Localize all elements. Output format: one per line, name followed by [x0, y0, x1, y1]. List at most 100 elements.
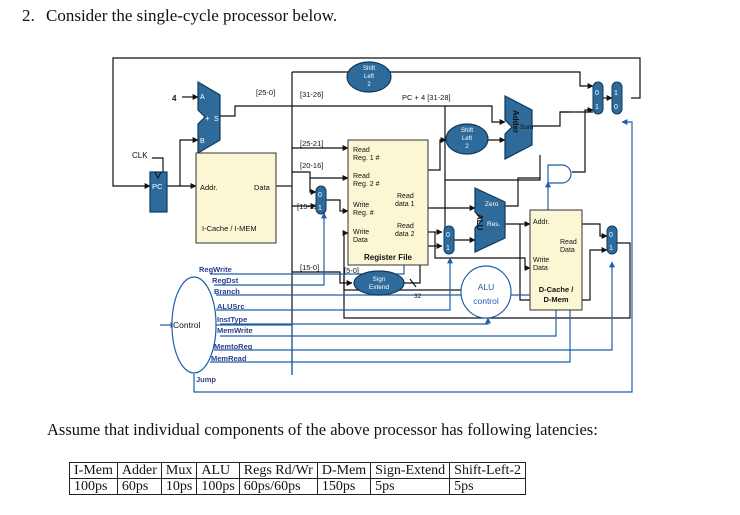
pc-label: PC: [152, 182, 163, 191]
branch-adder-sum: Sum: [520, 124, 533, 131]
rf-write-data-a: Write: [353, 229, 369, 236]
value-shift-left: 5ps: [449, 478, 527, 495]
rf-read-reg1-b: Reg. 1 #: [353, 155, 380, 162]
rf-read-reg2-b: Reg. 2 #: [353, 181, 380, 188]
branch-adder: [504, 95, 533, 160]
bits-5-0-label: [5-0]: [344, 266, 359, 275]
shift-top-line1: Shift: [363, 66, 375, 72]
rf-read-data1-b: data 1: [395, 201, 415, 208]
header-adder: Adder: [116, 462, 162, 479]
memtoreg-mux-0: 0: [609, 232, 613, 239]
const-four: 4: [172, 94, 177, 103]
branch-mux-0: 0: [595, 90, 599, 97]
signal-memwrite: MemWrite: [217, 326, 253, 335]
question-text: Consider the single-cycle processor belo…: [46, 6, 338, 25]
alu-control-line2: control: [473, 296, 499, 306]
register-file: [347, 139, 429, 266]
dmem-read-data-b: Data: [560, 247, 575, 254]
alusrc-mux: [443, 225, 455, 255]
value-regs: 60ps/60ps: [238, 478, 318, 495]
rf-read-data2-b: data 2: [395, 231, 415, 238]
rf-write-data-b: Data: [353, 237, 368, 244]
imem-addr-label: Addr.: [200, 183, 218, 192]
imem-name-label: I-Cache / I-MEM: [202, 224, 257, 233]
header-mux: Mux: [160, 462, 198, 479]
dmem-read-data-a: Read: [560, 239, 577, 246]
bits-25-21-label: [25-21]: [300, 139, 323, 148]
rf-name-label: Register File: [364, 253, 413, 262]
alu-vertical-label: ALU: [475, 214, 484, 231]
regdst-mux: [315, 185, 327, 215]
sign-extend-line1: Sign: [372, 276, 385, 283]
clk-label: CLK: [132, 151, 148, 160]
signal-jump: Jump: [196, 375, 216, 384]
value-alu: 100ps: [196, 478, 240, 495]
shift-mid-line2: Left: [462, 136, 472, 142]
instruction-memory: [195, 152, 277, 244]
shift-mid-line3: 2: [465, 144, 469, 150]
dmem-addr-label: Addr.: [533, 219, 549, 226]
header-shift-left: Shift-Left-2: [449, 462, 527, 479]
signal-regwrite: RegWrite: [199, 265, 232, 274]
control-signal-labels: RegWrite RegDst Branch ALUSrc InstType M…: [196, 265, 253, 384]
shift-top-line2: Left: [364, 74, 374, 80]
memtoreg-mux: [606, 225, 618, 255]
alu-control: [460, 265, 512, 319]
assumption-text: Assume that individual components of the…: [47, 420, 598, 439]
alu-zero-label: Zero: [485, 201, 499, 208]
dmem-write-data-b: Data: [533, 265, 548, 272]
shift-mid-line1: Shift: [461, 128, 473, 134]
adder-a-label: A: [200, 94, 205, 101]
pc4-label: PC + 4 [31-28]: [402, 93, 451, 102]
alu: [474, 187, 506, 253]
alu-res-label: Res.: [487, 221, 501, 228]
bits-31-26-label: [31-26]: [300, 90, 323, 99]
adder-b-label: B: [200, 138, 205, 145]
value-imem: 100ps: [69, 478, 118, 495]
value-mux: 10ps: [160, 478, 198, 495]
question-number: 2.: [22, 6, 35, 25]
dmem-name-line2: D-Mem: [543, 295, 568, 304]
rf-read-data2-a: Read: [397, 223, 414, 230]
header-dmem: D-Mem: [316, 462, 372, 479]
bits-25-0-label: [25-0]: [256, 88, 275, 97]
clock-input: CLK: [132, 151, 148, 160]
pc-register: [149, 171, 168, 213]
regdst-mux-0: 0: [318, 192, 322, 199]
rf-read-reg2-a: Read: [353, 173, 370, 180]
rf-write-reg-a: Write: [353, 202, 369, 209]
shift-top-line3: 2: [367, 82, 371, 88]
bus-width-32: 32: [414, 293, 422, 300]
branch-adder-label: Adder: [511, 110, 520, 133]
jump-mux-0: 0: [614, 104, 618, 111]
dmem-name-line1: D-Cache /: [539, 285, 575, 294]
control-unit: [171, 276, 217, 374]
processor-diagram: CLK PC 4 A B + S Addr. Data I-Cache / I-…: [112, 57, 641, 393]
imem-data-label: Data: [254, 183, 271, 192]
shift-left-top: [346, 61, 392, 93]
signal-alusrc: ALUSrc: [217, 302, 245, 311]
rf-read-data1-a: Read: [397, 193, 414, 200]
jump-mux: [611, 81, 623, 115]
rf-write-reg-b: Reg. #: [353, 210, 374, 217]
dmem-write-data-a: Write: [533, 257, 549, 264]
memtoreg-mux-1: 1: [609, 245, 613, 252]
control-label: Control: [173, 320, 201, 330]
value-adder: 60ps: [116, 478, 162, 495]
adder-s-label: S: [214, 116, 219, 123]
sign-extend-line2: Extend: [369, 284, 390, 291]
branch-and-gate: [547, 164, 572, 184]
latency-value-row: 100ps 60ps 10ps 100ps 60ps/60ps 150ps 5p…: [69, 478, 527, 495]
header-regs: Regs Rd/Wr: [238, 462, 318, 479]
value-dmem: 150ps: [316, 478, 372, 495]
bits-20-16-label: [20-16]: [300, 161, 323, 170]
bits-15-11-label: [15-11]: [297, 202, 320, 211]
signal-branch: Branch: [214, 287, 240, 296]
signal-regdst: RegDst: [212, 276, 239, 285]
value-sign-extend: 5ps: [370, 478, 451, 495]
regdst-mux-1: 1: [318, 205, 322, 212]
signal-insttype: InstType: [217, 315, 247, 324]
bits-15-0-label: [15-0]: [300, 263, 319, 272]
signal-memread: MemRead: [211, 354, 247, 363]
branch-mux: [592, 81, 604, 115]
